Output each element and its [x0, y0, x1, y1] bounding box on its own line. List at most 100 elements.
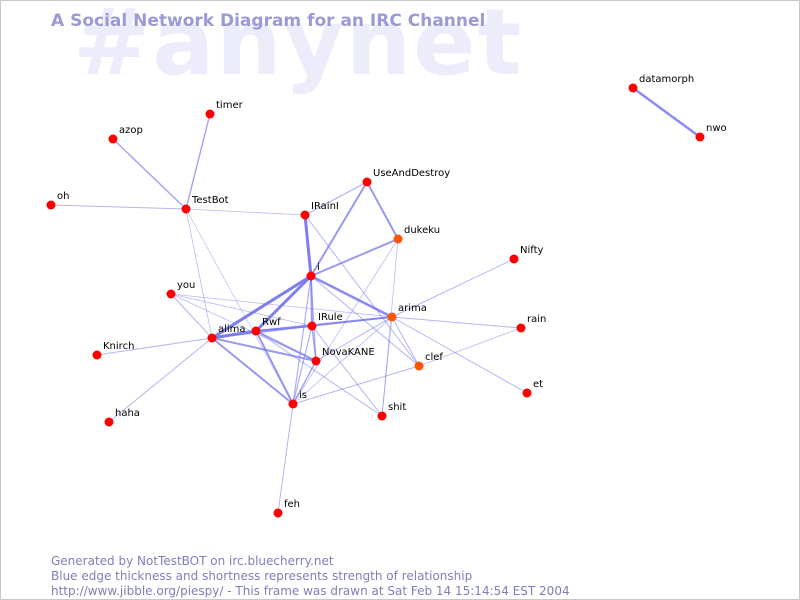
edge-NovaKANE-is: [292, 360, 317, 405]
edge-Rwf-IRule: [255, 325, 313, 332]
edge-arima-NovaKANE: [315, 316, 393, 362]
node-label-azop: azop: [119, 125, 143, 136]
node-dot-TestBot: [181, 204, 191, 214]
node-dot-NovaKANE: [311, 356, 321, 366]
edge-timer-TestBot: [185, 113, 211, 210]
edge-TestBot-IRainI: [185, 208, 306, 216]
edge-Rwf-NovaKANE: [255, 330, 317, 362]
edge-Rwf-is: [255, 330, 294, 405]
node-label-you: you: [177, 280, 195, 291]
node-dot-Knirch: [92, 350, 102, 360]
node-arima: arima: [387, 303, 427, 322]
node-dot-oh: [46, 200, 56, 210]
edge-you-arima: [170, 293, 393, 318]
node-dot-Rwf: [251, 326, 261, 336]
footer-generated-by: Generated by NotTestBOT on irc.bluecherr…: [51, 554, 334, 568]
node-dot-clef: [414, 361, 424, 371]
edge-datamorph-nwo: [631, 86, 702, 139]
edge-oh-TestBot: [50, 204, 187, 210]
edge-arima-IRule: [311, 316, 393, 327]
node-label-Rwf: Rwf: [262, 317, 281, 328]
node-dot-datamorph: [628, 83, 638, 93]
node-dot-azop: [108, 134, 118, 144]
edge-i-is: [292, 275, 312, 405]
node-label-is: is: [299, 390, 307, 401]
node-label-timer: timer: [216, 100, 244, 111]
node-azop: azop: [108, 125, 143, 144]
node-dot-dukeku: [393, 234, 403, 244]
node-is: is: [288, 390, 307, 409]
channel-watermark: #anynet: [73, 0, 524, 96]
node-NovaKANE: NovaKANE: [311, 347, 375, 366]
node-dukeku: dukeku: [393, 225, 440, 244]
node-label-IRainI: IRainI: [311, 201, 339, 212]
node-rain: rain: [516, 314, 546, 333]
node-UseAndDestroy: UseAndDestroy: [362, 168, 450, 187]
edge-i-clef: [310, 275, 420, 367]
edge-IRule-is: [292, 325, 313, 405]
node-label-et: et: [533, 379, 543, 390]
node-label-clef: clef: [425, 352, 443, 363]
node-you: you: [166, 280, 195, 299]
edge-arima-clef: [391, 316, 420, 367]
node-dot-rain: [516, 323, 526, 333]
node-label-arima: arima: [398, 303, 427, 314]
node-nwo: nwo: [695, 123, 727, 142]
node-label-IRule: IRule: [318, 312, 343, 323]
edge-Rwf-shit: [255, 330, 383, 417]
node-alima: alima: [207, 324, 246, 343]
node-label-NovaKANE: NovaKANE: [322, 347, 375, 358]
edge-i-arima: [309, 274, 394, 319]
node-label-rain: rain: [527, 314, 546, 325]
node-dot-shit: [377, 411, 387, 421]
node-shit: shit: [377, 402, 406, 421]
edge-IRainI-clef: [304, 214, 420, 367]
edge-i-alima: [210, 274, 313, 340]
node-Nifty: Nifty: [509, 245, 544, 264]
edge-clef-rain: [418, 327, 522, 367]
node-dot-nwo: [695, 132, 705, 142]
node-haha: haha: [104, 408, 140, 427]
footer: Generated by NotTestBOT on irc.bluecherr…: [51, 554, 570, 599]
edge-clef-is: [292, 365, 420, 405]
node-label-feh: feh: [284, 499, 300, 510]
edges-layer: [50, 86, 702, 514]
edge-arima-is: [292, 316, 393, 405]
edge-i-NovaKANE: [310, 275, 317, 362]
node-label-Nifty: Nifty: [520, 245, 544, 256]
node-TestBot: TestBot: [181, 195, 229, 214]
node-dot-feh: [273, 508, 283, 518]
node-feh: feh: [273, 499, 300, 518]
edge-you-IRule: [170, 293, 313, 327]
edge-Nifty-arima: [391, 258, 515, 318]
node-dot-UseAndDestroy: [362, 177, 372, 187]
node-dot-timer: [205, 109, 215, 119]
node-Rwf: Rwf: [251, 317, 281, 336]
node-dot-i: [306, 271, 316, 281]
diagram-title: A Social Network Diagram for an IRC Chan…: [51, 11, 486, 31]
edge-alima-haha: [108, 337, 213, 423]
node-label-shit: shit: [388, 402, 406, 413]
node-label-UseAndDestroy: UseAndDestroy: [373, 168, 450, 179]
node-dot-IRule: [307, 321, 317, 331]
node-label-oh: oh: [57, 191, 69, 202]
footer-url-timestamp: http://www.jibble.org/piespy/ - This fra…: [51, 584, 570, 598]
node-timer: timer: [205, 100, 244, 119]
node-dot-is: [288, 399, 298, 409]
edge-dukeku-i: [310, 238, 399, 277]
edge-arima-et: [391, 316, 528, 394]
edge-IRule-shit: [311, 325, 383, 417]
node-IRule: IRule: [307, 312, 343, 331]
edge-UseAndDestroy-IRainI: [304, 181, 368, 216]
node-label-TestBot: TestBot: [191, 195, 229, 206]
node-label-Knirch: Knirch: [103, 341, 134, 352]
node-dot-et: [522, 388, 532, 398]
node-et: et: [522, 379, 543, 398]
node-i: i: [306, 262, 320, 281]
edge-UseAndDestroy-dukeku: [366, 181, 399, 240]
node-label-dukeku: dukeku: [404, 225, 440, 236]
footer-legend-note: Blue edge thickness and shortness repres…: [51, 569, 473, 583]
